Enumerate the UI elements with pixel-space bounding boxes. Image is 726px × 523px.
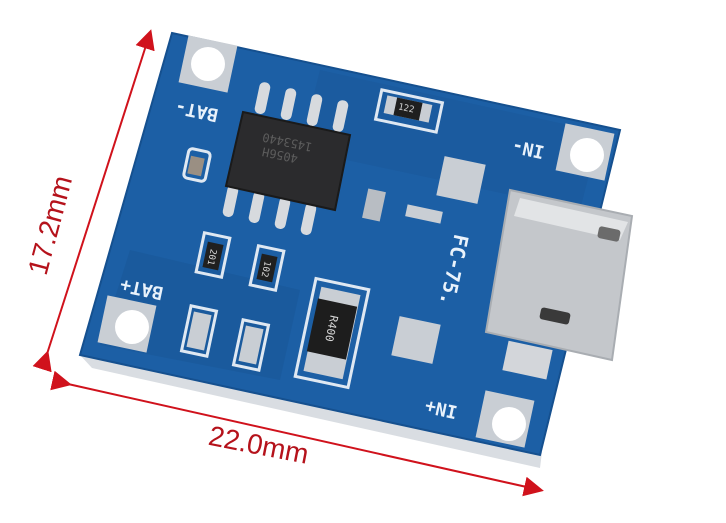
- led-1: [186, 311, 212, 351]
- ic-pins: [222, 82, 349, 235]
- pad-bat-minus: [178, 35, 238, 93]
- resistor-122: [393, 97, 423, 121]
- pad-in-minus: [555, 123, 615, 181]
- pad-bat-plus: [97, 295, 157, 353]
- height-dimension-arrow: [32, 29, 155, 373]
- ic-chip: [224, 110, 352, 212]
- resistor-201: [202, 241, 224, 271]
- pad-in-plus: [475, 390, 535, 448]
- capacitor: [187, 155, 205, 177]
- led-2: [238, 325, 264, 365]
- width-dimension-arrow: [50, 370, 544, 497]
- resistor-102: [256, 253, 278, 283]
- resistor-r400: [306, 298, 358, 360]
